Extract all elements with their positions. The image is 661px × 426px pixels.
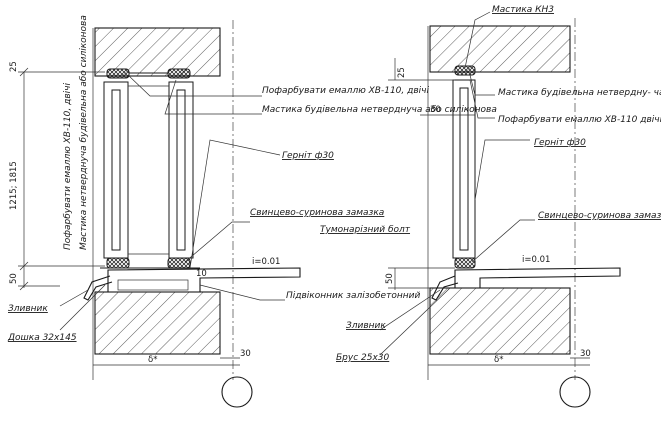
right-dim-top-label: 25 <box>397 67 407 78</box>
right-leader-gernit <box>474 139 530 201</box>
left-dim-tick-3 <box>19 281 29 291</box>
left-dim-width-label: δ* <box>148 355 157 365</box>
left-label-mastic: Мастика будівельна нетверднуча або силік… <box>262 105 497 115</box>
right-axis-marker <box>559 376 591 408</box>
left-lintel <box>94 27 221 77</box>
right-leader-drip <box>379 289 441 331</box>
left-dim-offset-label: 30 <box>240 349 251 359</box>
right-leader-paint <box>469 79 495 119</box>
right-leader-mastic <box>469 74 495 96</box>
right-lintel <box>429 25 571 73</box>
left-label-vertical-paint: Пофарбувати емаллю ХВ-110, двічі <box>63 83 73 250</box>
left-seal-bottom-1 <box>106 257 130 269</box>
left-lower-wall <box>94 291 221 355</box>
left-frame-2 <box>168 81 194 259</box>
left-leader-gernit <box>189 139 281 269</box>
left-label-board: Дошка 32х145 <box>7 333 77 343</box>
left-leader-putty <box>184 221 250 263</box>
left-leader-drip <box>59 289 89 307</box>
left-leader-mastic <box>164 79 262 115</box>
left-dim-height-label: 1215; 1815 <box>9 161 19 210</box>
left-seal-bottom-2 <box>167 257 191 269</box>
right-label-putty: Свинцево-суринова замазка <box>538 211 661 221</box>
right-seal-top <box>454 65 476 76</box>
left-label-paint: Пофарбувати емаллю ХВ-110, двічі <box>262 86 429 96</box>
left-frame-1 <box>103 81 129 259</box>
right-dim-bottom-label: 50 <box>385 273 395 284</box>
right-drip <box>431 275 459 301</box>
left-leader-paint <box>127 74 262 97</box>
right-label-mastic: Мастика будівельна нетвердну- ча або сил… <box>498 88 661 98</box>
left-seal-top-1 <box>106 68 130 79</box>
left-dim-tick-1 <box>19 67 29 77</box>
right-dim-width-label: δ* <box>494 355 503 365</box>
left-axis-marker <box>221 376 253 408</box>
right-lower-wall <box>429 287 571 355</box>
left-dim-sill-label: 10 <box>196 269 207 279</box>
left-dim-top-label: 25 <box>9 61 19 72</box>
left-label-gernit: Герніт ф30 <box>282 151 334 161</box>
right-dim-slope-label: i=0.01 <box>522 255 550 265</box>
left-label-drip: Зливник <box>8 304 48 314</box>
left-label-putty: Свинцево-суринова замазка <box>250 208 384 218</box>
right-leader-bar <box>379 287 451 356</box>
right-detail <box>379 11 621 408</box>
right-label-paint: Пофарбувати емаллю ХВ-110 двічі <box>498 115 661 125</box>
left-drip <box>83 275 113 301</box>
left-label-sill: Підвіконник залізобетонний <box>286 291 420 301</box>
left-detail <box>18 20 301 408</box>
left-dim-tick-2 <box>19 261 29 271</box>
left-glass-2 <box>176 89 186 251</box>
left-drip-board <box>117 279 189 291</box>
right-sill-board <box>454 267 621 289</box>
left-dim-bottom-label: 50 <box>9 273 19 284</box>
right-glass <box>459 87 469 251</box>
left-leader-board <box>59 284 106 331</box>
right-leader-kn3 <box>464 11 491 69</box>
left-dim-slope-label: i=0.01 <box>252 257 280 267</box>
right-label-bar: Брус 25х30 <box>336 353 390 363</box>
left-seal-top-2 <box>167 68 191 79</box>
right-dim-frame-label: 30 <box>430 105 441 115</box>
left-leader-sill <box>199 284 285 301</box>
left-label-vertical-mastic: Мастика нетверднуча будівельна або силік… <box>79 15 89 250</box>
left-sill-board <box>107 267 301 293</box>
left-glass-1 <box>111 89 121 251</box>
right-label-drip: Зливник <box>346 321 386 331</box>
right-label-gernit: Герніт ф30 <box>534 138 586 148</box>
right-label-kn3: Мастика КН3 <box>492 5 554 15</box>
right-seal-bottom <box>454 257 476 269</box>
right-label-fibreboard: Тумонарізний болт <box>320 225 411 235</box>
right-dim-offset-label: 30 <box>580 349 591 359</box>
right-leader-putty <box>471 219 535 263</box>
